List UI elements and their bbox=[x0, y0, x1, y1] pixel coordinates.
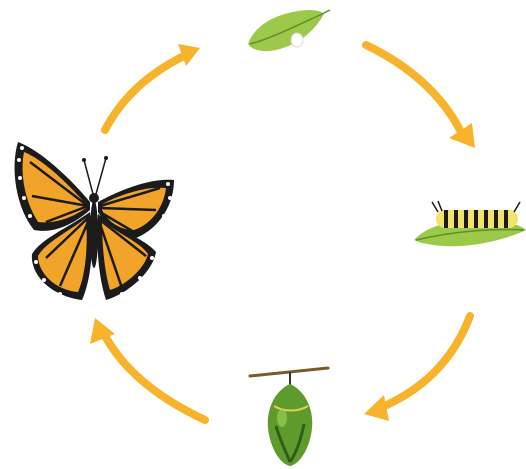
butterfly-body bbox=[90, 200, 98, 268]
antennae bbox=[84, 158, 106, 194]
arrow-caterpillar-to-chrysalis bbox=[364, 316, 470, 421]
egg-on-leaf-icon bbox=[248, 10, 330, 51]
caterpillar-body bbox=[432, 201, 520, 228]
chrysalis-icon bbox=[250, 368, 328, 466]
cycle-arrows bbox=[90, 44, 475, 421]
arrow-egg-to-caterpillar bbox=[366, 45, 475, 148]
caterpillar-on-leaf-icon bbox=[414, 201, 526, 246]
monarch-butterfly-icon bbox=[15, 142, 174, 300]
egg-icon bbox=[291, 33, 303, 47]
arrow-chrysalis-to-butterfly bbox=[90, 318, 205, 420]
arrow-butterfly-to-egg bbox=[105, 44, 200, 130]
